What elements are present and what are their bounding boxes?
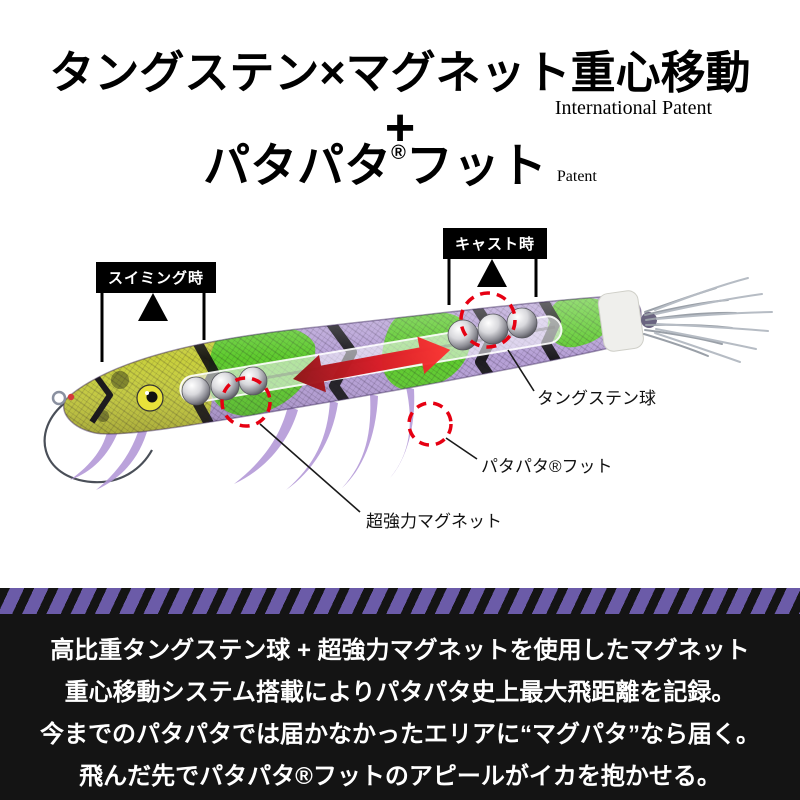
cast-label: キャスト時	[443, 228, 548, 259]
footer-section: 高比重タングステン球 + 超強力マグネットを使用したマグネット 重心移動システム…	[0, 614, 800, 800]
subtitle-main: パタパタ	[203, 139, 392, 192]
patapata-foot-label: パタパタ®フット	[481, 457, 613, 476]
magnet-label: 超強力マグネット	[366, 512, 502, 531]
registered-mark: ®	[391, 142, 406, 164]
footer-line-4: 飛んだ先でパタパタ®フットのアピールがイカを抱かせる。	[79, 763, 721, 790]
tungsten-ball-label: タングステン球	[537, 389, 656, 408]
patent-text: Patent	[556, 167, 597, 185]
highlight-circles	[220, 291, 517, 447]
sub-title: パタパタ ® フット Patent	[0, 140, 800, 192]
cast-weight-highlight-circle	[459, 291, 517, 349]
callout-lines	[259, 349, 535, 513]
main-title: タングステン×マグネット重心移動	[49, 47, 751, 98]
plus-symbol: +	[384, 99, 416, 157]
swimming-label: スイミング時	[96, 262, 217, 293]
cast-pointer	[447, 255, 538, 305]
magnet-highlight-circle	[220, 376, 272, 428]
wire-guard	[43, 401, 153, 484]
international-patent-text: International Patent	[554, 97, 712, 119]
weight-balls-front	[181, 366, 268, 406]
footer-line-2: 重心移動システム搭載によりパタパタ史上最大飛距離を記録。	[64, 679, 736, 706]
red-thread	[67, 393, 75, 401]
foot-highlight-circle	[407, 401, 453, 447]
swimming-arrowhead	[138, 293, 168, 321]
footer-line-3: 今までのパタパタでは届かなかったエリアに“マグパタ”なら届く。	[40, 721, 760, 748]
footer-line-1: 高比重タングステン球 + 超強力マグネットを使用したマグネット	[50, 637, 750, 664]
umbrella-hooks	[643, 277, 773, 363]
subtitle-tail: フット	[405, 139, 547, 192]
diagonal-stripe-band	[0, 588, 800, 614]
swimming-pointer	[100, 289, 206, 362]
weight-shift-arrow	[293, 336, 451, 393]
line-eye-ring	[51, 390, 67, 406]
tail-band	[597, 290, 644, 352]
cast-arrowhead	[477, 259, 507, 287]
footer-copy: 高比重タングステン球 + 超強力マグネットを使用したマグネット 重心移動システム…	[0, 630, 800, 798]
lure-eye	[136, 384, 164, 412]
